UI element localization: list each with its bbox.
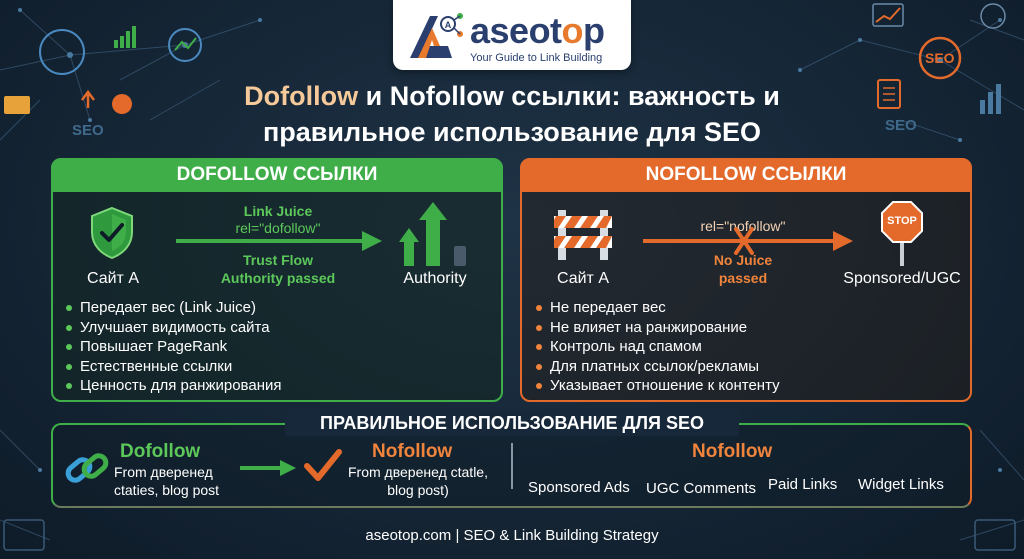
title-line1: и Nofollow ссылки: важность и: [358, 81, 780, 111]
list-item: Передает вес (Link Juice): [66, 298, 282, 318]
dofollow-arrow-top-line1: Link Juice: [243, 203, 313, 219]
title-highlight: Dofollow: [244, 81, 359, 111]
usage-nofollow-title: Nofollow: [372, 441, 453, 462]
checkmark-icon: [304, 449, 342, 481]
dofollow-bullet-list: Передает вес (Link Juice) Улучшает видим…: [66, 298, 282, 396]
list-item: Не передает вес: [536, 298, 780, 318]
usage-item-paid-links: Paid Links: [768, 476, 838, 493]
usage-nofollow-desc-line2: blog post): [387, 482, 449, 498]
list-item: Улучшает видимость сайта: [66, 318, 282, 338]
shield-check-icon: [91, 206, 133, 260]
usage-nofollow-desc-line1: From дверенед ctatle,: [348, 464, 488, 480]
usage-dofollow-title: Dofollow: [120, 441, 201, 462]
stop-sign-icon: [881, 201, 923, 266]
nofollow-bullet-list: Не передает вес Не влияет на ранжировани…: [536, 298, 780, 396]
dofollow-panel: DOFOLLOW ССЫЛКИ: [51, 158, 503, 402]
nofollow-arrow-bottom-line1: No Juice: [713, 252, 773, 268]
brand-tagline: Your Guide to Link Building: [470, 52, 603, 64]
road-barrier-icon: [554, 210, 612, 260]
dofollow-heading: DOFOLLOW ССЫЛКИ: [51, 158, 503, 192]
list-item: Естественные ссылки: [66, 357, 282, 377]
stop-sign-text: STOP: [887, 215, 917, 227]
seo-label-right: SEO: [885, 117, 917, 134]
usage-heading: ПРАВИЛЬНОЕ ИСПОЛЬЗОВАНИЕ ДЛЯ SEO: [285, 410, 739, 436]
seo-badge: SEO: [925, 50, 955, 66]
nofollow-target-label: Sponsored/UGC: [843, 270, 961, 287]
brand-name: aseotop: [470, 10, 605, 51]
list-item: Ценность для ранжирования: [66, 376, 282, 396]
usage-item-widget-links: Widget Links: [858, 476, 944, 493]
dofollow-arrow-bottom-line1: Trust Flow: [243, 252, 313, 268]
usage-item-sponsored-ads: Sponsored Ads: [528, 479, 630, 496]
list-item: Повышает PageRank: [66, 337, 282, 357]
list-item: Указывает отношение к контенту: [536, 376, 780, 396]
usage-dofollow-desc-line2: ctaties, blog post: [114, 482, 220, 498]
logo-mark-icon: A: [410, 13, 463, 58]
chain-link-icon: [65, 453, 109, 483]
nofollow-panel: NOFOLLOW ССЫЛКИ: [520, 158, 972, 402]
dofollow-target-label: Authority: [403, 270, 467, 287]
title-line2: правильное использование для SEO: [262, 117, 762, 147]
usage-item-ugc-comments: UGC Comments: [646, 480, 757, 497]
usage-nofollow-title-2: Nofollow: [692, 441, 773, 462]
page-title: Dofollow и Nofollow ссылки: важность и п…: [180, 78, 844, 150]
nofollow-heading: NOFOLLOW ССЫЛКИ: [520, 158, 972, 192]
nofollow-arrow-bottom-line2: passed: [718, 270, 768, 286]
nofollow-arrow-icon: [643, 231, 853, 251]
list-item: Контроль над спамом: [536, 337, 780, 357]
growth-bars-icon: [399, 202, 466, 266]
usage-arrow-icon: [240, 460, 296, 476]
list-item: Не влияет на ранжирование: [536, 318, 780, 338]
dofollow-source-label: Сайт A: [86, 270, 139, 287]
usage-dofollow-desc-line1: From дверенед: [114, 464, 213, 480]
footer-text: aseotop.com | SEO & Link Building Strate…: [365, 527, 659, 544]
usage-divider: [511, 443, 513, 489]
dofollow-arrow-icon: [176, 231, 382, 251]
nofollow-source-label: Сайт A: [556, 270, 609, 287]
seo-label-left: SEO: [72, 122, 104, 139]
dofollow-arrow-bottom-line2: Authority passed: [220, 270, 336, 286]
svg-text:A: A: [445, 20, 452, 30]
nofollow-arrow-top: rel="nofollow": [700, 218, 786, 234]
list-item: Для платных ссылок/рекламы: [536, 357, 780, 377]
dofollow-arrow-top-line2: rel="dofollow": [235, 220, 321, 236]
x-mark-icon: [734, 227, 754, 255]
